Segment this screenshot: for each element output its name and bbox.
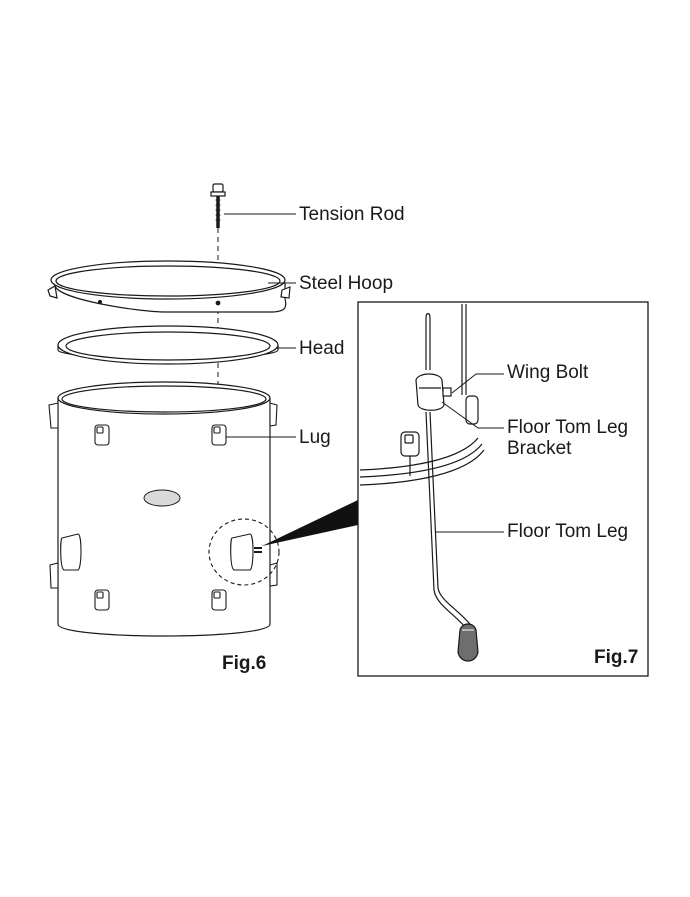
caption-fig6: Fig.6 [222,653,267,674]
detail-callout-wedge [262,500,358,546]
steel-hoop-part [47,260,291,313]
label-tension-rod: Tension Rod [299,204,405,225]
leader-leg-bracket [441,401,504,429]
label-leg-bracket-line2: Bracket [507,438,572,459]
caption-fig7: Fig.7 [594,647,639,668]
fig6-drawing [47,183,291,637]
tension-rod-part [210,183,226,228]
lugs [48,402,278,611]
label-steel-hoop: Steel Hoop [299,273,394,294]
leader-wing-bolt [451,373,504,394]
drum-shell-part [57,381,271,637]
leader-lines [224,213,504,533]
label-lug: Lug [299,427,331,448]
detail-callout-circle [208,518,280,586]
floor-tom-leg-shape [425,318,471,629]
fig7-drawing [357,301,649,677]
label-leg-bracket-line1: Floor Tom Leg [507,417,629,438]
fig7-frame [357,301,649,677]
label-wing-bolt: Wing Bolt [507,362,589,383]
drum-head-part [57,325,279,365]
label-head: Head [299,338,345,359]
label-floor-tom-leg: Floor Tom Leg [507,521,629,542]
